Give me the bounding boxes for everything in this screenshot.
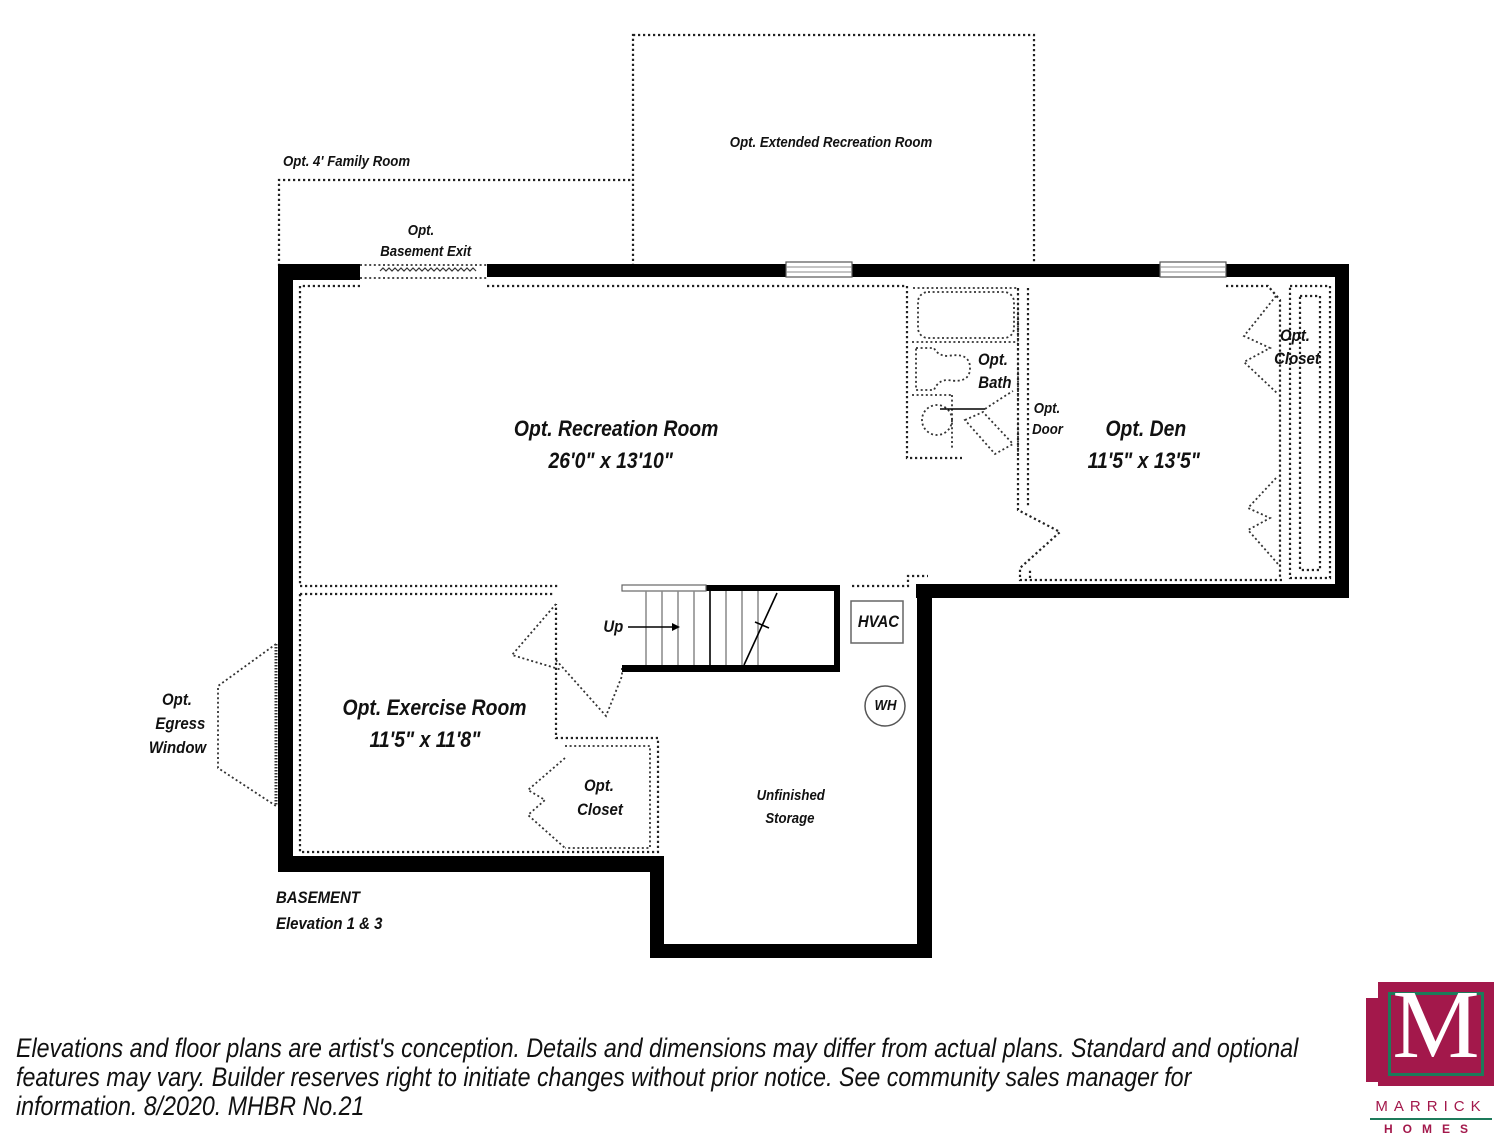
label-recreation-room: Opt. Recreation Room xyxy=(513,416,719,441)
den-outline xyxy=(852,284,1332,588)
exercise-closet-outline xyxy=(565,745,651,849)
label-door: Door xyxy=(1032,421,1063,438)
hvac-unit xyxy=(850,600,904,644)
plan-title: BASEMENT xyxy=(276,888,360,907)
label-door-opt: Opt. xyxy=(1033,400,1061,417)
disclaimer: Elevations and floor plans are artist's … xyxy=(16,1033,1299,1121)
label-egress-opt: Opt. xyxy=(162,690,192,709)
exterior-walls xyxy=(278,264,1349,958)
label-storage-unfinished: Unfinished xyxy=(756,787,825,804)
label-egress: Egress xyxy=(155,714,206,733)
label-bath: Bath xyxy=(978,373,1012,392)
label-opt-extended-recreation-room: Opt. Extended Recreation Room xyxy=(729,134,933,151)
label-recreation-room-dims: 26'0" x 13'10" xyxy=(548,448,673,473)
label-den: Opt. Den xyxy=(1105,416,1187,441)
logo-letter: M xyxy=(1392,971,1480,1079)
disclaimer-line-3: information. 8/2020. MHBR No.21 xyxy=(16,1091,365,1121)
windows xyxy=(785,261,1227,278)
opt-family-room-outline xyxy=(277,178,633,266)
label-exercise-closet-opt: Opt. xyxy=(584,776,614,795)
label-basement-exit-opt: Opt. xyxy=(407,222,435,239)
label-bath-opt: Opt. xyxy=(978,350,1008,369)
label-exercise-closet: Closet xyxy=(577,800,623,819)
exercise-room-outline xyxy=(298,594,660,854)
label-opt-family-room: Opt. 4' Family Room xyxy=(283,153,411,170)
label-den-dims: 11'5" x 13'5" xyxy=(1087,448,1200,473)
water-heater xyxy=(864,685,906,727)
disclaimer-line-2: features may vary. Builder reserves righ… xyxy=(16,1062,1192,1092)
label-den-closet-opt: Opt. xyxy=(1280,326,1310,345)
label-stairs-up: Up xyxy=(603,617,624,636)
logo-box: M xyxy=(1378,976,1494,1086)
logo-rule xyxy=(1370,1118,1492,1120)
plan-subtitle: Elevation 1 & 3 xyxy=(276,914,383,933)
marrick-homes-logo: M MARRICK HOMES xyxy=(1366,976,1496,1148)
bath-fixtures xyxy=(905,286,1019,460)
disclaimer-line-1: Elevations and floor plans are artist's … xyxy=(16,1033,1299,1063)
label-storage: Storage xyxy=(765,810,815,827)
label-basement-exit: Basement Exit xyxy=(380,243,472,260)
recreation-room-outline xyxy=(298,284,560,588)
stairs xyxy=(621,584,840,672)
egress-window xyxy=(217,643,278,807)
label-water-heater: WH xyxy=(874,697,897,714)
label-egress-window: Window xyxy=(148,738,207,757)
basement-exit xyxy=(360,264,487,279)
label-den-closet: Closet xyxy=(1274,349,1320,368)
label-exercise-room-dims: 11'5" x 11'8" xyxy=(369,727,481,752)
opt-extended-recreation-outline xyxy=(631,33,1036,269)
logo-word-homes: HOMES xyxy=(1383,1122,1478,1136)
logo-word-marrick: MARRICK xyxy=(1375,1098,1487,1115)
label-hvac: HVAC xyxy=(857,612,900,631)
label-exercise-room: Opt. Exercise Room xyxy=(342,695,527,720)
logo-inner-frame xyxy=(1388,992,1484,1076)
